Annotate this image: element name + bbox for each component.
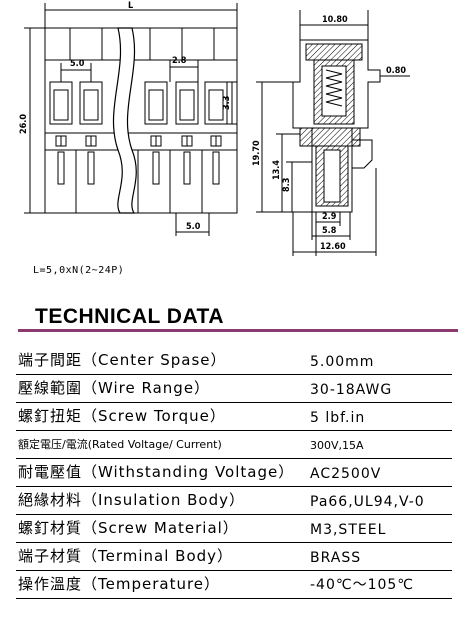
dim-h1: 13.4 [272,160,282,180]
break-band [112,27,137,214]
dim-height: 26.0 [19,114,29,134]
spec-row-center-spacing: 端子間距（Center Spase） 5.00mm [16,347,452,375]
spec-value: Pa66,UL94,V-0 [310,494,425,510]
spec-value: 5.00mm [310,354,375,370]
technical-drawing: L 5.0 2.8 3.3 26.0 5.0 10.80 0.80 [19,1,410,256]
dim-top-width: 10.80 [322,15,348,25]
spec-row-rated-voltage-current: 額定電压/電流(Rated Voltage/ Current) 300V,15A [16,431,452,459]
spec-row-insulation-body: 絕緣材料（Insulation Body） Pa66,UL94,V-0 [16,487,452,515]
dim-side-height: 19.70 [252,140,262,166]
spec-label: 耐電壓值（Withstanding Voltage） [18,463,295,481]
spec-label: 絕緣材料（Insulation Body） [18,491,245,509]
spec-row-wire-range: 壓線範圍（Wire Range） 30-18AWG [16,375,452,403]
dim-b3: 12.60 [320,242,346,252]
dim-h2: 8.3 [282,178,292,192]
spec-row-withstanding-voltage: 耐電壓值（Withstanding Voltage） AC2500V [16,459,452,487]
dim-plate: 0.80 [386,66,406,76]
spec-value: -40℃～105℃ [310,577,415,593]
dim-slot: 2.8 [172,56,187,66]
front-view [24,3,238,236]
spec-row-terminal-body: 端子材質（Terminal Body） BRASS [16,543,452,571]
spec-row-screw-material: 螺釘材質（Screw Material） M3,STEEL [16,515,452,543]
spec-value: 300V,15A [310,439,364,452]
dim-b2: 5.8 [322,226,337,236]
dim-pitch: 5.0 [70,59,85,69]
spec-label: 端子間距（Center Spase） [18,351,227,369]
spec-label: 操作溫度（Temperature） [18,575,221,593]
spec-value: 5 lbf.in [310,410,366,426]
spec-value: AC2500V [310,466,382,482]
dim-b1: 2.9 [322,212,337,222]
spec-value: BRASS [310,550,362,566]
spec-label: 螺釘扭矩（Screw Torque） [18,407,226,425]
pin-count-formula: L=5,0xN(2~24P) [33,265,125,276]
spec-label: 螺釘材質（Screw Material） [18,519,239,537]
spec-label: 端子材質（Terminal Body） [18,547,234,565]
dim-foot: 5.0 [186,222,201,232]
side-view [256,10,410,256]
section-title: TECHNICAL DATA [35,305,224,328]
spec-row-screw-torque: 螺釘扭矩（Screw Torque） 5 lbf.in [16,403,452,431]
spec-value: 30-18AWG [310,382,393,398]
spec-table: 端子間距（Center Spase） 5.00mm 壓線範圍（Wire Rang… [16,347,452,599]
heading-rule [18,329,458,332]
spec-label: 額定電压/電流(Rated Voltage/ Current) [18,438,222,451]
spec-row-temperature: 操作溫度（Temperature） -40℃～105℃ [16,571,452,599]
spec-value: M3,STEEL [310,522,387,538]
spec-label: 壓線範圍（Wire Range） [18,379,211,397]
dim-step: 3.3 [222,96,232,110]
dim-length: L [128,1,133,11]
